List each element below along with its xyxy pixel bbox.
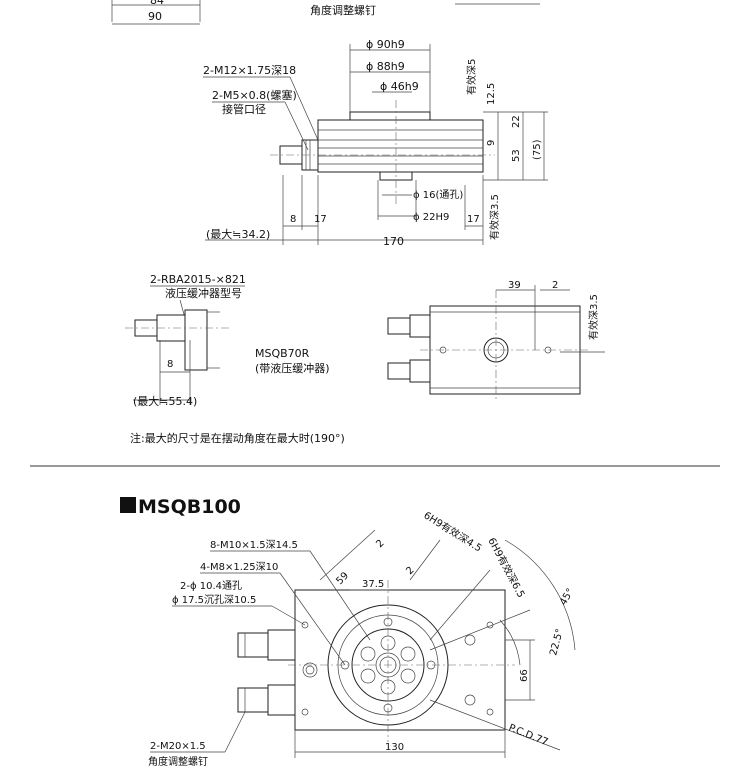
model-msqb70r-sub: (带液压缓冲器) — [255, 361, 330, 375]
phi10-hole-label: 2-ϕ 10.4通孔 — [180, 580, 242, 592]
msqb70-side-view: ϕ 90h9 ϕ 88h9 ϕ 46h9 2-M12×1.75深18 2-M5×… — [203, 38, 548, 248]
dim-37-5: 37.5 — [362, 579, 384, 590]
dim-17b: 17 — [467, 214, 480, 225]
model-msqb70r: MSQB70R — [255, 347, 310, 360]
dim-2b: 2 — [404, 565, 416, 577]
dim-84: 84 — [150, 0, 164, 7]
dim-75: (75) — [532, 139, 543, 160]
dim-8b: 8 — [167, 359, 173, 370]
dim-90: 90 — [148, 10, 162, 23]
dim-53: 53 — [511, 149, 522, 162]
angle-screw-label: 角度调整螺钉 — [148, 755, 208, 768]
rba-label: 2-RBA2015-×821 — [150, 273, 246, 286]
angle-22-5: 22.5° — [548, 628, 566, 657]
rba-type-label: 液压缓冲器型号 — [165, 286, 242, 300]
dim-9: 9 — [486, 140, 497, 146]
dim-8: 8 — [290, 214, 296, 225]
msqb70r-views: 2-RBA2015-×821 液压缓冲器型号 8 (最大≒55.4) MSQB7… — [125, 273, 605, 445]
m5-plug-label: 2-M5×0.8(螺塞) — [212, 88, 297, 102]
phi17-counterbore-label: ϕ 17.5沉孔深10.5 — [172, 593, 256, 606]
dim-170: 170 — [383, 235, 404, 248]
dim-phi88: ϕ 88h9 — [366, 60, 405, 73]
note-text: 注:最大的尺寸是在摆动角度在最大时(190°) — [130, 431, 345, 445]
msqb100-view: MSQB100 8-M10×1.5深14.5 — [120, 496, 576, 768]
dim-130: 130 — [385, 742, 404, 753]
top-fragment: 84 90 角度调整螺钉 — [111, 0, 540, 25]
dim-22: 22 — [511, 115, 522, 128]
m8-thread-label: 4-M8×1.25深10 — [200, 561, 278, 573]
dim-39: 39 — [508, 280, 521, 291]
depth3-5b-label: 有效深3.5 — [587, 294, 600, 340]
msqb100-title: MSQB100 — [138, 496, 241, 518]
dim-phi16: ϕ 16(通孔) — [413, 189, 463, 201]
dim-66: 66 — [519, 669, 530, 682]
pcd-77-label: P.C.D.77 — [507, 723, 550, 749]
h9-depth4-5: 6H9有效深4.5 — [421, 509, 484, 555]
dim-2a: 2 — [374, 538, 386, 550]
depth5-label: 有效深5 — [465, 59, 478, 95]
pipe-bore-label: 接管口径 — [222, 102, 266, 116]
dim-phi22: ϕ 22H9 — [413, 212, 449, 223]
angle-45: 45° — [558, 587, 576, 608]
dim-2: 2 — [552, 280, 558, 291]
dim-17a: 17 — [314, 214, 327, 225]
dim-phi46: ϕ 46h9 — [380, 80, 419, 93]
dim-59: 59 — [334, 570, 351, 587]
max-34-label: (最大≒34.2) — [206, 227, 270, 241]
m12-thread-label: 2-M12×1.75深18 — [203, 64, 296, 77]
m20-thread-label: 2-M20×1.5 — [150, 741, 206, 752]
angle-screw-label-top: 角度调整螺钉 — [310, 3, 376, 17]
dim-phi90: ϕ 90h9 — [366, 38, 405, 51]
max-55-label: (最大≒55.4) — [133, 394, 197, 408]
title-marker — [120, 497, 136, 513]
dim-12-5: 12.5 — [486, 83, 497, 105]
depth3-5-label: 有效深3.5 — [488, 194, 501, 240]
m10-thread-label: 8-M10×1.5深14.5 — [210, 539, 298, 551]
